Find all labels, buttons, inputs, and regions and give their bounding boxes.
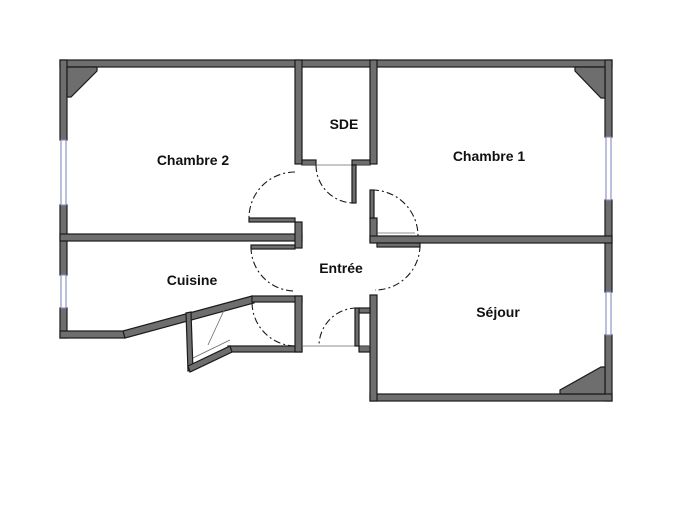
door-arc-sde: [315, 164, 355, 204]
door-arc-entree: [318, 307, 358, 347]
window-chambre2: [60, 139, 67, 206]
wall-sejour-stub: [358, 307, 371, 314]
wall-sejour-left-lower: [369, 294, 378, 402]
label-chambre2: Chambre 2: [157, 152, 230, 168]
window-cuisine: [60, 274, 67, 309]
label-sejour: Séjour: [476, 304, 520, 320]
label-sde: SDE: [330, 116, 359, 132]
closet-line-5: [192, 339, 231, 359]
door-leaf-sejour: [376, 242, 421, 248]
door-arc-cuisine: [250, 246, 296, 292]
room-labels: Chambre 2 SDE Chambre 1 Cuisine Entrée S…: [157, 116, 526, 320]
label-entree: Entrée: [319, 260, 363, 276]
door-arc-sejour: [374, 244, 421, 291]
wall-sde-bottom-right: [351, 159, 371, 166]
door-leaf-chambre1: [369, 189, 375, 219]
wall-cupboard-bottom: [187, 345, 233, 373]
wall-ch2-entree: [294, 221, 303, 249]
label-cuisine: Cuisine: [167, 272, 218, 288]
door-arc-cupboard: [251, 302, 297, 347]
door-arc-chambre1: [371, 189, 419, 237]
wall-ch2-sde: [294, 59, 303, 165]
wall-cupboard-left: [185, 311, 194, 372]
windows: [60, 136, 612, 336]
wall-ch2-cuisine: [59, 233, 303, 242]
door-leaf-chambre2: [248, 217, 296, 223]
wall-bottom-sejour: [369, 393, 613, 402]
door-leaf-sde: [351, 164, 357, 204]
wall-bottom-cuisine: [59, 330, 126, 339]
label-chambre1: Chambre 1: [453, 148, 526, 164]
exterior-walls: [59, 59, 613, 402]
doors: [248, 164, 421, 347]
wall-right-upper: [604, 59, 613, 138]
wall-top: [59, 59, 613, 68]
wall-ch1-sejour: [369, 235, 613, 244]
interior-walls: [59, 59, 613, 402]
door-arc-chambre2: [248, 171, 296, 219]
duct-bottom-right: [559, 366, 606, 395]
corner-ducts: [66, 66, 606, 395]
wall-right-lower: [604, 334, 613, 402]
wall-sde-bottom-left: [301, 159, 317, 166]
door-leaf-entree: [354, 307, 360, 347]
wall-cuisine-entree: [294, 295, 303, 353]
closets: [192, 164, 415, 359]
closet-line-4: [207, 305, 227, 346]
door-leaf-cuisine: [250, 244, 296, 250]
wall-right-mid: [604, 199, 613, 293]
window-chambre1: [605, 136, 612, 201]
duct-top-right: [574, 66, 606, 99]
window-sejour: [605, 291, 612, 336]
wall-bottom-entree-left: [227, 345, 303, 353]
wall-left-upper: [59, 59, 68, 141]
wall-sde-ch1: [369, 59, 378, 165]
duct-top-left: [66, 66, 98, 98]
